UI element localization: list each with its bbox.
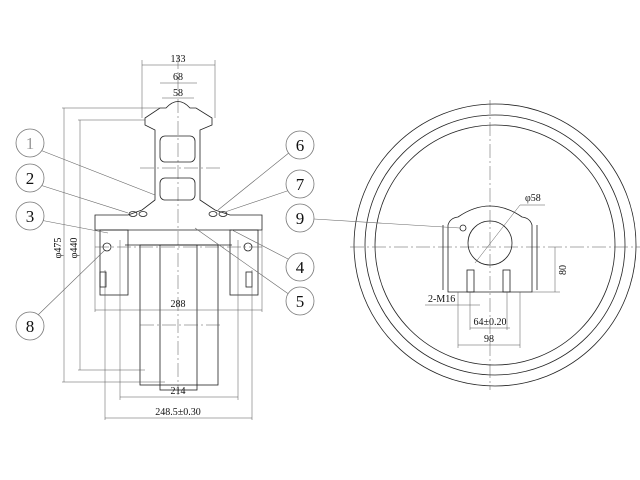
svg-text:2: 2 (26, 169, 35, 188)
dim-288: 288 (171, 299, 186, 310)
dim-thread: 2-M16 (428, 294, 455, 305)
balloon-8: 8 (15, 311, 45, 341)
svg-text:1: 1 (26, 134, 35, 153)
dim-58: 58 (173, 88, 183, 99)
dim-bore: φ58 (525, 193, 541, 204)
svg-text:6: 6 (296, 136, 305, 155)
balloon-1: 1 (15, 128, 45, 158)
svg-text:4: 4 (296, 258, 305, 277)
svg-text:9: 9 (296, 209, 305, 228)
dim-64: 64±0.20 (474, 317, 507, 328)
balloon-7: 7 (285, 169, 315, 199)
dim-68: 68 (173, 72, 183, 83)
svg-text:5: 5 (296, 292, 305, 311)
balloon-9: 9 (285, 203, 315, 233)
balloon-6: 6 (285, 130, 315, 160)
bearing-block (447, 205, 533, 293)
balloon-4: 4 (285, 252, 315, 282)
svg-text:3: 3 (26, 207, 35, 226)
dim-d475: φ475 (53, 238, 64, 259)
dim-98: 98 (484, 334, 494, 345)
balloon-2: 2 (15, 163, 45, 193)
seal-left (128, 211, 148, 217)
dim-248-5: 248.5±0.30 (155, 407, 201, 418)
dim-d440: φ440 (69, 238, 80, 259)
balloon-3: 3 (15, 201, 45, 231)
svg-text:7: 7 (296, 175, 305, 194)
section-view: 133 68 58 φ475 φ440 288 214 248.5±0.30 1… (15, 54, 315, 420)
dim-80: 80 (558, 265, 569, 275)
seal-right (208, 211, 228, 217)
dim-214: 214 (171, 386, 186, 397)
svg-text:8: 8 (26, 317, 35, 336)
dim-133: 133 (171, 54, 186, 65)
balloon-5: 5 (285, 286, 315, 316)
hub-section (94, 101, 263, 231)
side-view: φ58 80 2-M16 64±0.20 98 9 (285, 100, 640, 390)
bore-circle (467, 220, 513, 266)
